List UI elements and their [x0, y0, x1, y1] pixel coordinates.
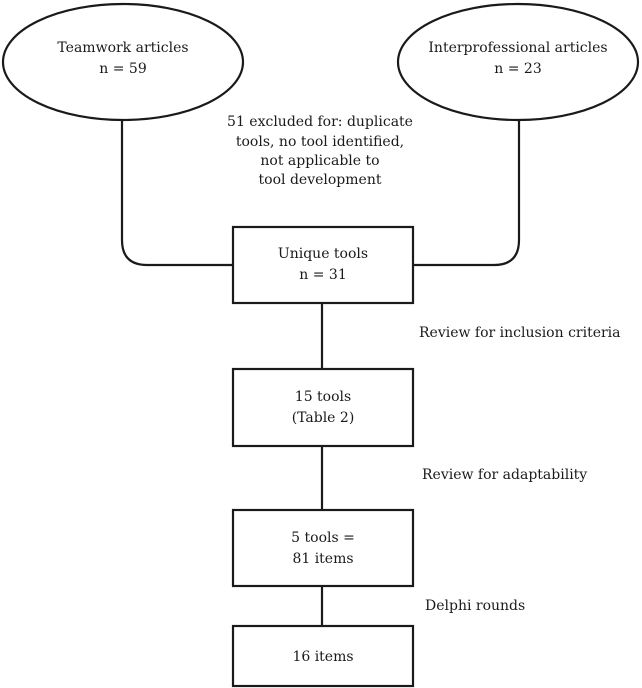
unique-tools-count: n = 31 [299, 267, 346, 283]
connector-teamwork-to-unique [120, 110, 233, 267]
unique-tools-label: Unique tools [278, 246, 368, 262]
teamwork-articles-node: Teamwork articles n = 59 [1, 2, 245, 122]
five-tools-label: 5 tools = [291, 530, 355, 546]
exclusion-note-line-2: tools, no tool identified, [236, 134, 404, 150]
exclusion-note-line-1: 51 excluded for: duplicate [227, 114, 413, 130]
exclusion-note-line-3: not applicable to [260, 153, 379, 169]
teamwork-articles-label: Teamwork articles [57, 40, 188, 56]
teamwork-articles-count: n = 59 [99, 61, 146, 77]
fifteen-tools-reference: (Table 2) [292, 410, 355, 426]
exclusion-note: 51 excluded for: duplicate tools, no too… [227, 114, 413, 188]
connector-interprofessional-to-unique [413, 110, 521, 267]
interprofessional-articles-count: n = 23 [494, 61, 541, 77]
sixteen-items-node: 16 items [231, 624, 415, 688]
fifteen-tools-node: 15 tools (Table 2) [231, 367, 415, 448]
interprofessional-articles-label: Interprofessional articles [428, 40, 607, 56]
five-tools-node: 5 tools = 81 items [231, 508, 415, 588]
sixteen-items-label: 16 items [292, 649, 353, 665]
fifteen-tools-label: 15 tools [295, 389, 351, 405]
interprofessional-articles-node: Interprofessional articles n = 23 [396, 2, 640, 122]
unique-tools-node: Unique tools n = 31 [231, 225, 415, 305]
review-adaptability-label: Review for adaptability [422, 467, 587, 483]
delphi-rounds-label: Delphi rounds [425, 598, 525, 614]
five-tools-items: 81 items [292, 551, 353, 567]
exclusion-note-line-4: tool development [259, 172, 382, 188]
review-inclusion-label: Review for inclusion criteria [419, 325, 621, 341]
